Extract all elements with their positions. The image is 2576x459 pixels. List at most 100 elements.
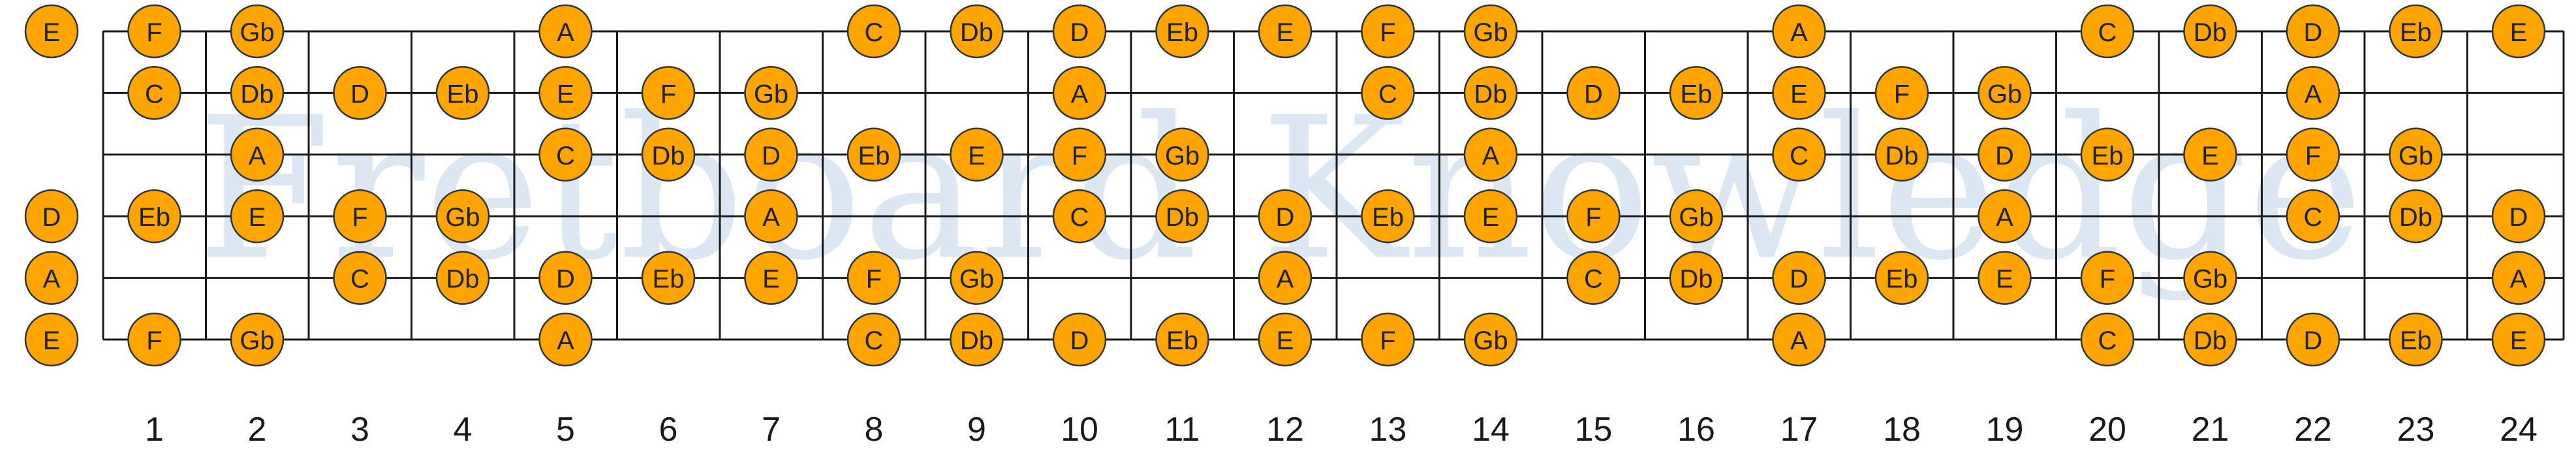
note-marker: D xyxy=(2286,312,2340,367)
note-marker: E xyxy=(744,251,798,305)
note-circle xyxy=(2080,312,2135,367)
note-marker: Gb xyxy=(1463,4,1518,59)
note-label: Db xyxy=(960,18,993,47)
note-circle xyxy=(2286,127,2340,182)
note-label: Eb xyxy=(138,203,170,232)
note-label: Gb xyxy=(1473,326,1508,355)
note-label: Eb xyxy=(447,80,479,108)
note-marker: C xyxy=(1566,251,1621,305)
note-label: Eb xyxy=(1166,18,1198,47)
note-circle xyxy=(1978,127,2032,182)
note-circle xyxy=(1155,127,1209,182)
note-marker: E xyxy=(1978,251,2032,305)
note-label: E xyxy=(43,326,61,355)
note-label: Gb xyxy=(1987,80,2022,108)
note-marker: Eb xyxy=(1669,66,1724,120)
note-circle xyxy=(2286,66,2340,120)
note-circle xyxy=(744,66,798,120)
note-label: Db xyxy=(1474,80,1507,108)
note-marker: Gb xyxy=(1978,66,2032,120)
note-marker: D xyxy=(1772,251,1826,305)
fret-number: 10 xyxy=(1061,411,1098,449)
note-label: E xyxy=(968,142,985,170)
note-circle xyxy=(1361,66,1415,120)
fret-number: 16 xyxy=(1677,411,1715,449)
note-circle xyxy=(538,66,593,120)
note-label: F xyxy=(1380,326,1395,355)
note-circle xyxy=(1978,189,2032,244)
note-circle xyxy=(744,127,798,182)
note-label: Eb xyxy=(653,265,685,294)
note-label: A xyxy=(1071,80,1089,108)
note-marker: D xyxy=(2491,189,2546,244)
note-label: D xyxy=(1070,326,1089,355)
note-circle xyxy=(333,251,387,305)
note-circle xyxy=(2491,4,2546,59)
note-marker: E xyxy=(24,4,79,59)
note-marker: Db xyxy=(1874,127,1929,182)
note-marker: Eb xyxy=(1874,251,1929,305)
note-marker: F xyxy=(1874,66,1929,120)
note-circle xyxy=(1772,251,1826,305)
note-marker: A xyxy=(1052,66,1107,120)
note-circle xyxy=(1772,312,1826,367)
note-marker: Db xyxy=(2183,312,2237,367)
note-circle xyxy=(538,127,593,182)
note-circle xyxy=(230,4,285,59)
note-label: Db xyxy=(960,326,993,355)
note-marker: D xyxy=(333,66,387,120)
note-label: E xyxy=(2510,18,2528,47)
fret-number: 8 xyxy=(865,411,884,449)
note-label: A xyxy=(557,326,574,355)
note-label: C xyxy=(865,18,884,47)
note-label: Gb xyxy=(240,326,274,355)
note-marker: E xyxy=(2491,4,2546,59)
note-circle xyxy=(538,312,593,367)
note-marker: Eb xyxy=(435,66,490,120)
note-circle xyxy=(127,312,181,367)
note-marker: D xyxy=(1258,189,1312,244)
note-marker: Gb xyxy=(1463,312,1518,367)
fret-number: 18 xyxy=(1883,411,1921,449)
note-label: E xyxy=(1790,80,1808,108)
note-circle xyxy=(1463,66,1518,120)
note-circle xyxy=(538,4,593,59)
note-label: Gb xyxy=(959,265,994,294)
note-circle xyxy=(24,251,79,305)
note-circle xyxy=(1258,312,1312,367)
note-marker: D xyxy=(744,127,798,182)
note-label: C xyxy=(1584,265,1603,294)
note-circle xyxy=(2286,4,2340,59)
note-label: E xyxy=(1277,18,1294,47)
note-marker: Gb xyxy=(2183,251,2237,305)
note-marker: Gb xyxy=(1669,189,1724,244)
note-marker: A xyxy=(538,312,593,367)
note-circle xyxy=(1155,312,1209,367)
note-label: A xyxy=(1790,326,1808,355)
note-marker: F xyxy=(846,251,901,305)
note-circle xyxy=(950,4,1004,59)
note-marker: E xyxy=(1772,66,1826,120)
note-label: Gb xyxy=(1473,18,1508,47)
note-label: Db xyxy=(446,265,479,294)
fret-number: 15 xyxy=(1575,411,1613,449)
note-label: D xyxy=(2304,18,2323,47)
fret-number: 20 xyxy=(2088,411,2126,449)
note-marker: C xyxy=(127,66,181,120)
note-circle xyxy=(846,127,901,182)
note-marker: Gb xyxy=(435,189,490,244)
note-label: C xyxy=(1378,80,1397,108)
note-marker: Eb xyxy=(641,251,696,305)
note-marker: F xyxy=(127,4,181,59)
note-circle xyxy=(2389,4,2443,59)
note-circle xyxy=(230,127,285,182)
note-label: C xyxy=(350,265,369,294)
note-label: Db xyxy=(1885,142,1918,170)
note-marker: F xyxy=(2286,127,2340,182)
note-label: F xyxy=(2100,265,2115,294)
note-label: F xyxy=(1380,18,1395,47)
note-label: Gb xyxy=(754,80,788,108)
note-label: A xyxy=(557,18,574,47)
note-marker: C xyxy=(1361,66,1415,120)
